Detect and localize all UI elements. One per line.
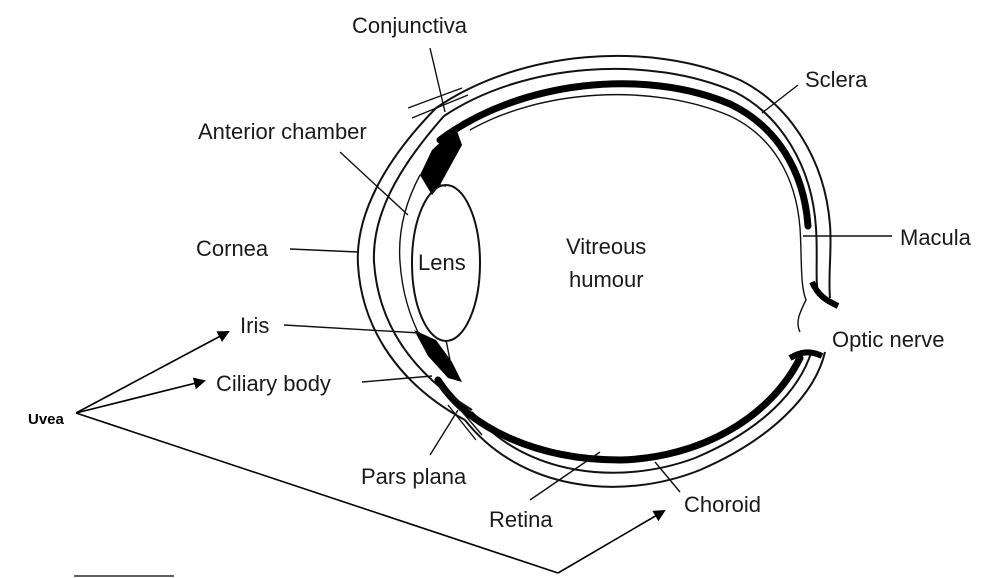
uvea-arrow-choroid <box>558 511 664 573</box>
leader-pars-plana <box>430 410 458 455</box>
optic-nerve-lower <box>790 352 822 358</box>
label-macula: Macula <box>900 225 972 250</box>
leader-cornea <box>290 249 358 252</box>
label-conjunctiva: Conjunctiva <box>352 13 468 38</box>
conjunctiva-line-a <box>408 88 462 108</box>
leader-conjunctiva <box>430 48 445 112</box>
label-retina: Retina <box>489 507 553 532</box>
label-iris: Iris <box>240 313 269 338</box>
choroid-top <box>440 84 808 226</box>
label-anterior-chamber: Anterior chamber <box>198 119 367 144</box>
label-vitreous: Vitreous <box>566 234 646 259</box>
label-cornea: Cornea <box>196 236 269 261</box>
label-choroid: Choroid <box>684 492 761 517</box>
label-ciliary-body: Ciliary body <box>216 371 331 396</box>
leader-anterior-chamber <box>340 152 408 215</box>
zonules-upper <box>440 185 446 186</box>
leader-ciliary-body <box>362 376 432 382</box>
label-sclera: Sclera <box>805 67 868 92</box>
optic-nerve-upper <box>812 282 838 306</box>
leader-iris <box>284 325 420 333</box>
label-uvea: Uvea <box>28 411 65 428</box>
uvea-arrow-ciliary <box>76 381 204 413</box>
sclera-outer-top <box>436 56 831 298</box>
label-humour: humour <box>569 267 644 292</box>
uvea-line-to-bottom <box>76 413 558 573</box>
choroid-bottom <box>438 358 800 460</box>
uvea-arrow-iris <box>76 332 228 413</box>
label-pars-plana: Pars plana <box>361 464 467 489</box>
label-lens: Lens <box>418 250 466 275</box>
label-optic-nerve: Optic nerve <box>832 327 945 352</box>
sclera-outer-bottom <box>465 352 825 487</box>
retina-line <box>470 95 806 332</box>
